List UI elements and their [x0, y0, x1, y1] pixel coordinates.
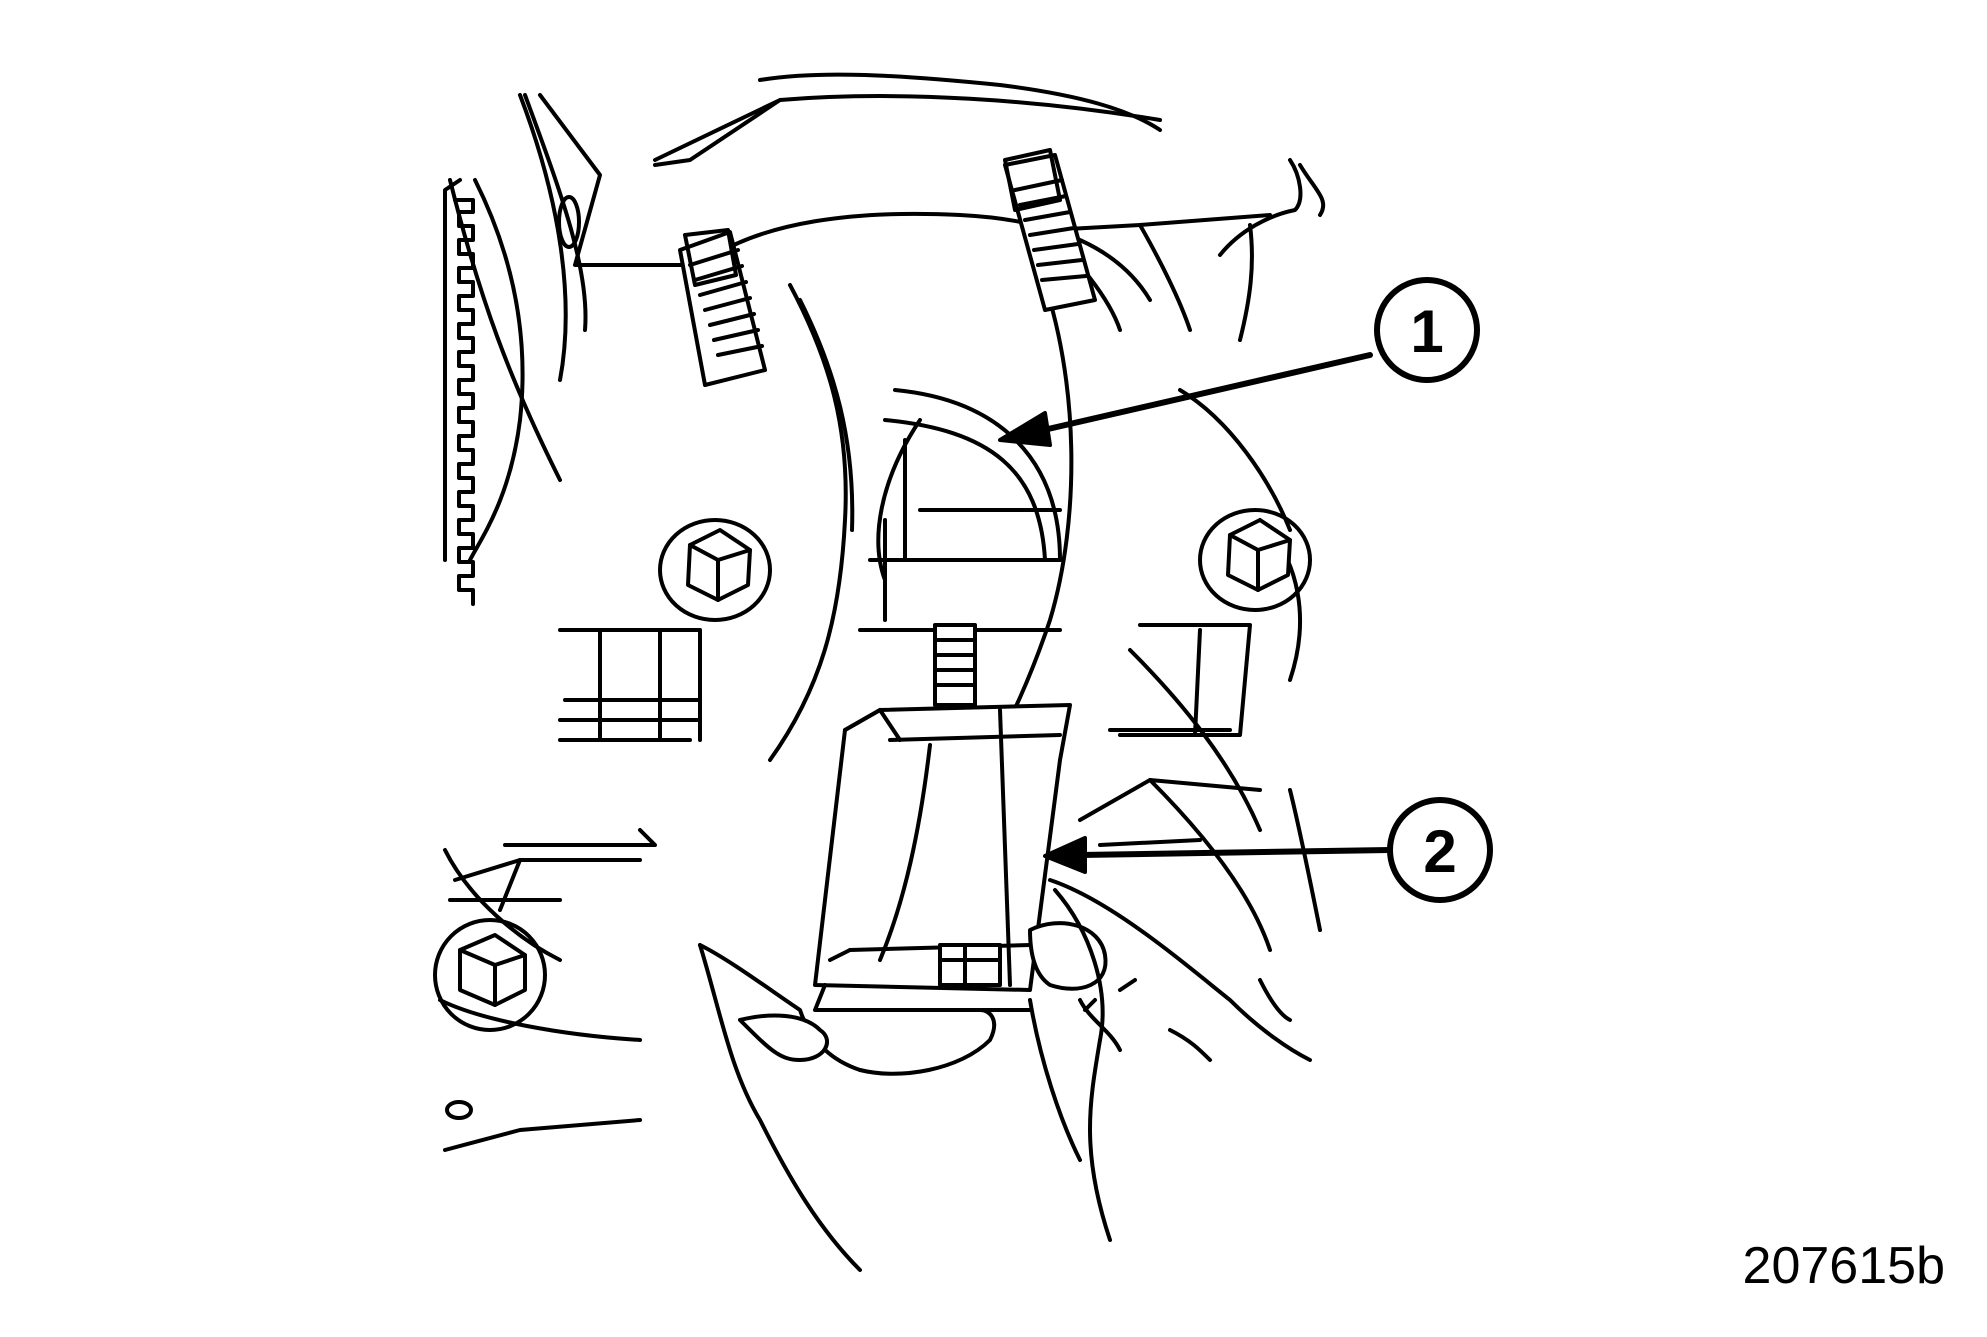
figure-id: 207615b — [1743, 1237, 1945, 1295]
bearing-saddle-left — [448, 628, 702, 912]
leader-arrow-1 — [998, 352, 1373, 447]
callout-1-number: 1 — [1410, 298, 1443, 365]
hex-bolt-lower-left — [433, 918, 547, 1032]
bearing-saddle-right — [1078, 623, 1262, 847]
threaded-stud-left — [678, 228, 767, 387]
main-bearing-cap — [768, 268, 1074, 762]
callout-2-number: 2 — [1423, 818, 1456, 885]
hands — [698, 878, 1312, 1272]
callout-1: 1 — [1374, 277, 1480, 383]
leader-arrow-2 — [1043, 836, 1393, 874]
flywheel-ring-gear — [443, 178, 525, 606]
cap-puller-tool — [813, 623, 1072, 1012]
threaded-stud-right — [1003, 148, 1097, 312]
engine-block — [438, 72, 1326, 1152]
callout-2: 2 — [1387, 797, 1493, 903]
hex-bolt-right — [1198, 508, 1312, 612]
hex-bolt-left — [658, 518, 772, 622]
